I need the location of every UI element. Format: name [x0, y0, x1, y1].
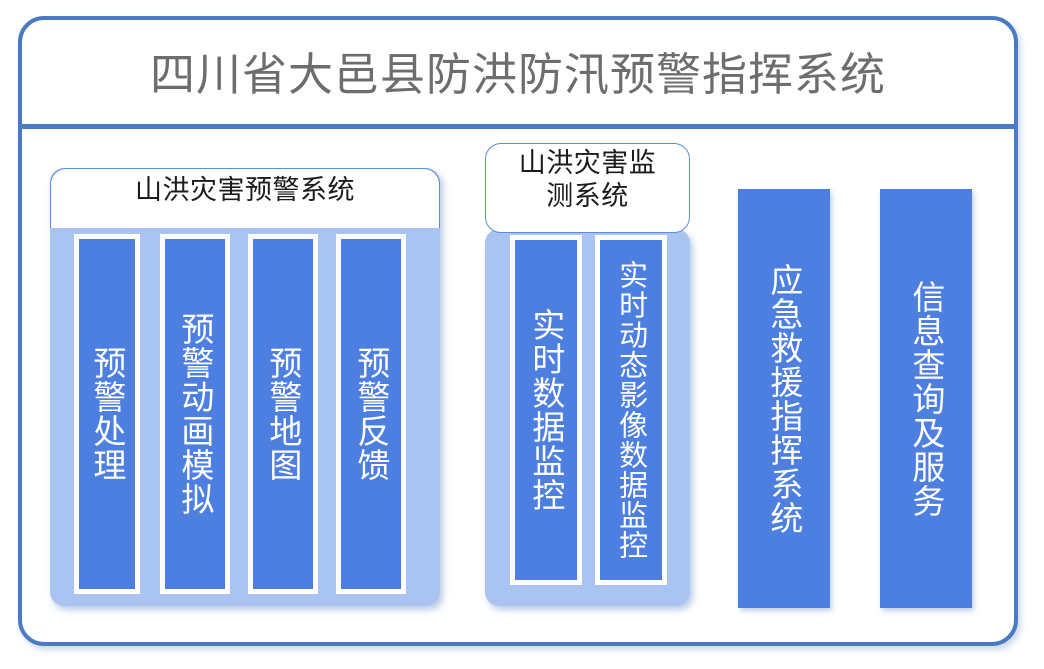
column-warning-animation-simulation-label: 预警动画模拟 — [175, 312, 215, 516]
group-monitoring-system-header: 山洪灾害监测系统 — [485, 143, 690, 233]
group-monitoring-system: 山洪灾害监测系统 实时数据监控 实时动态影像数据监控 — [485, 143, 690, 606]
column-warning-map[interactable]: 预警地图 — [248, 234, 318, 594]
column-information-query-and-service[interactable]: 信息查询及服务 — [880, 189, 972, 608]
column-warning-feedback-label: 预警反馈 — [351, 346, 391, 482]
column-warning-processing[interactable]: 预警处理 — [74, 234, 140, 594]
column-realtime-dynamic-image-data-monitoring[interactable]: 实时动态影像数据监控 — [595, 235, 667, 585]
column-warning-animation-simulation[interactable]: 预警动画模拟 — [160, 234, 230, 594]
group-warning-system-title: 山洪灾害预警系统 — [135, 175, 355, 206]
column-emergency-rescue-command-system[interactable]: 应急救援指挥系统 — [738, 189, 830, 608]
group-warning-system-header: 山洪灾害预警系统 — [50, 168, 440, 228]
page-title-text: 四川省大邑县防洪防汛预警指挥系统 — [149, 47, 886, 101]
column-warning-feedback[interactable]: 预警反馈 — [336, 234, 406, 594]
group-monitoring-system-title: 山洪灾害监测系统 — [518, 148, 657, 212]
column-realtime-data-monitoring[interactable]: 实时数据监控 — [510, 235, 582, 585]
column-realtime-dynamic-image-data-monitoring-label: 实时动态影像数据监控 — [614, 260, 649, 560]
column-warning-map-label: 预警地图 — [263, 346, 303, 482]
column-realtime-data-monitoring-label: 实时数据监控 — [526, 308, 566, 512]
group-warning-system: 山洪灾害预警系统 预警处理 预警动画模拟 预警地图 预警反馈 — [50, 168, 440, 606]
column-warning-processing-label: 预警处理 — [87, 346, 127, 482]
column-emergency-rescue-command-system-label: 应急救援指挥系统 — [764, 262, 804, 535]
column-information-query-and-service-label: 信息查询及服务 — [906, 279, 946, 518]
page-title: 四川省大邑县防洪防汛预警指挥系统 — [22, 20, 1014, 120]
title-divider — [22, 124, 1016, 129]
